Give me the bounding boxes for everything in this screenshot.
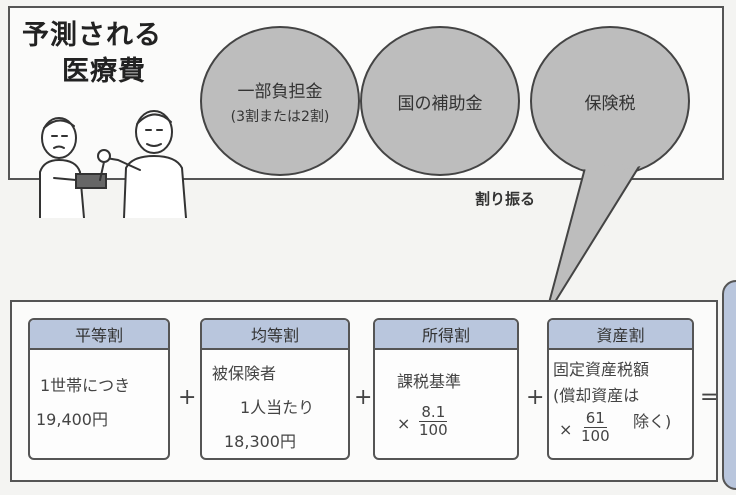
circle-tax-label: 保険税 (584, 93, 636, 114)
card-text: 除く) (633, 412, 672, 431)
plus-operator: + (526, 385, 545, 410)
card-income-based: 所得割 課税基準 × 8.1 100 (373, 318, 519, 460)
card-text: 課税基準 (397, 372, 462, 391)
card-header: 平等割 (30, 320, 168, 350)
card-flat-rate: 平等割 1世帯につき 19,400円 (28, 318, 170, 460)
plus-operator: + (354, 385, 373, 410)
card-text: (償却資産は (553, 386, 640, 405)
card-text: 固定資産税額 (553, 360, 650, 379)
title-line1: 予測される (22, 20, 162, 51)
fraction-numerator: 8.1 (419, 403, 448, 422)
card-header: 均等割 (202, 320, 348, 350)
fraction-denominator: 100 (419, 420, 448, 439)
card-per-capita: 均等割 被保険者 1人当たり 18,300円 (200, 318, 350, 460)
circle-national-subsidy: 国の補助金 (360, 26, 520, 176)
times-sign: × (559, 420, 573, 439)
card-text: 1人当たり (240, 398, 315, 417)
circle-insurance-tax: 保険税 (530, 26, 690, 176)
doctor-patient-illustration (39, 110, 187, 218)
card-text: 19,400円 (36, 410, 108, 429)
card-text: 被保険者 (212, 364, 277, 383)
card-text: 1世帯につき (40, 376, 131, 395)
fraction: 8.1 100 (419, 404, 448, 438)
card-header: 資産割 (549, 320, 692, 350)
fraction-numerator: 61 (583, 409, 607, 428)
circle-subsidy-label: 国の補助金 (397, 93, 483, 114)
circle-copayment-label: 一部負担金 (237, 81, 323, 102)
equals-operator: = (700, 385, 719, 410)
times-sign: × (397, 414, 411, 433)
result-box (722, 280, 736, 490)
allocate-label: 割り振る (475, 190, 536, 208)
title-line2: 医療費 (62, 56, 146, 88)
card-asset-based: 資産割 固定資産税額 (償却資産は × 61 100 除く) (547, 318, 694, 460)
card-header: 所得割 (375, 320, 517, 350)
circle-copayment: 一部負担金 (3割または2割) (200, 26, 360, 176)
page-title: 予測される 医療費 (22, 18, 187, 91)
circle-copayment-sub: (3割または2割) (230, 108, 330, 125)
fraction: 61 100 (581, 410, 610, 444)
fraction-denominator: 100 (581, 426, 610, 445)
plus-operator: + (178, 385, 197, 410)
card-text: 18,300円 (224, 432, 296, 451)
